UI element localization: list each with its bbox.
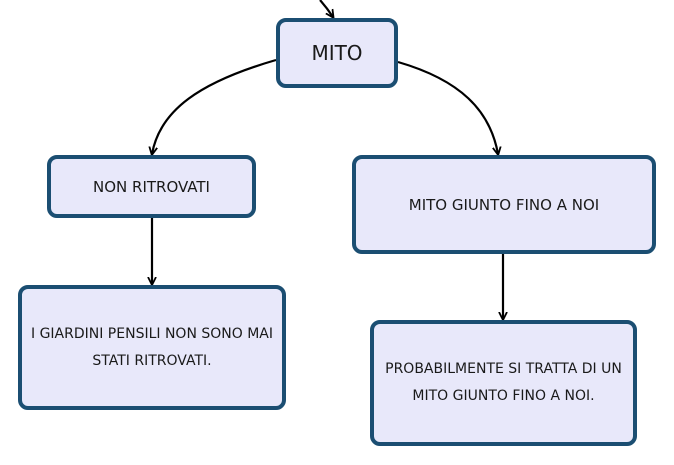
node-giardini[interactable]: I GIARDINI PENSILI NON SONO MAI STATI RI… <box>18 285 286 410</box>
node-mito-label: MITO <box>311 41 363 65</box>
node-mito[interactable]: MITO <box>276 18 398 88</box>
edge-mito-giunto <box>397 60 498 154</box>
edge-mito-nonritrovati <box>152 58 277 154</box>
edge-incoming-mito <box>319 0 333 17</box>
node-probabilmente[interactable]: PROBABILMENTE SI TRATTA DI UN MITO GIUNT… <box>370 320 637 446</box>
node-probabilmente-label: PROBABILMENTE SI TRATTA DI UN MITO GIUNT… <box>385 361 622 404</box>
node-giardini-label: I GIARDINI PENSILI NON SONO MAI STATI RI… <box>30 325 274 369</box>
node-mito-giunto-label: MITO GIUNTO FINO A NOI <box>408 195 600 214</box>
node-mito-giunto[interactable]: MITO GIUNTO FINO A NOI <box>352 155 656 254</box>
node-non-ritrovati[interactable]: NON RITROVATI <box>47 155 256 218</box>
node-non-ritrovati-label: NON RITROVATI <box>93 177 210 196</box>
